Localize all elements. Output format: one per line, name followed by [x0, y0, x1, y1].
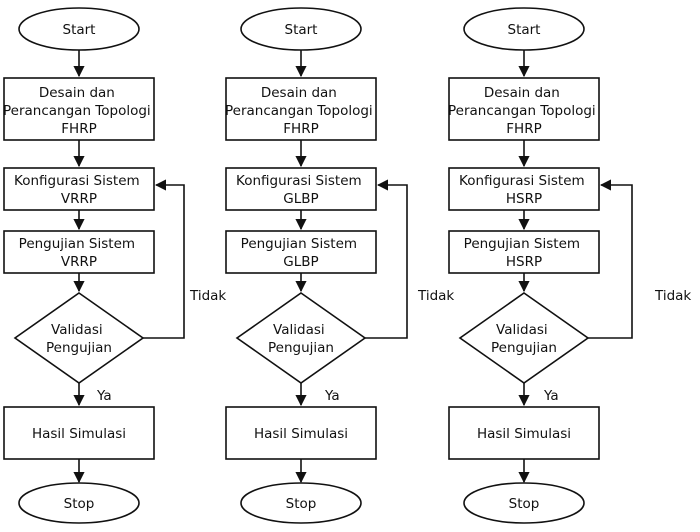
- no-label: Tidak: [654, 288, 691, 304]
- config-label: Konfigurasi Sistem VRRP: [14, 173, 144, 207]
- design-label: Desain dan Perancangan Topologi FHRP: [225, 85, 377, 137]
- design-label: Desain dan Perancangan Topologi FHRP: [3, 85, 155, 137]
- test-label: Pengujian Sistem VRRP: [19, 236, 140, 270]
- stop-node: [18, 482, 140, 524]
- design-process: [225, 77, 377, 141]
- stop-label: Stop: [509, 496, 540, 512]
- design-process: [3, 77, 155, 141]
- start-label: Start: [508, 22, 541, 38]
- test-process: [448, 230, 600, 274]
- config-process: [3, 167, 155, 211]
- config-process: [448, 167, 600, 211]
- arrow-no-loop: [143, 179, 185, 339]
- stop-label: Stop: [286, 496, 317, 512]
- validation-decision: [458, 292, 590, 384]
- config-label: Konfigurasi Sistem HSRP: [459, 173, 589, 207]
- start-label: Start: [285, 22, 318, 38]
- result-process: [448, 406, 600, 460]
- yes-label: Ya: [324, 388, 340, 404]
- decision-label: Validasi Pengujian: [268, 322, 334, 356]
- config-label: Konfigurasi Sistem GLBP: [236, 173, 366, 207]
- flowchart-hsrp: Start Desain dan Perancangan Topologi FH…: [448, 7, 691, 524]
- arrow-no-loop: [365, 179, 408, 339]
- validation-decision: [13, 292, 145, 384]
- test-label: Pengujian Sistem HSRP: [464, 236, 585, 270]
- result-process: [3, 406, 155, 460]
- stop-label: Stop: [64, 496, 95, 512]
- flowchart-glbp: Start Desain dan Perancangan Topologi FH…: [225, 7, 454, 524]
- design-process: [448, 77, 600, 141]
- result-label: Hasil Simulasi: [254, 426, 348, 442]
- yes-label: Ya: [96, 388, 112, 404]
- design-label: Desain dan Perancangan Topologi FHRP: [448, 85, 600, 137]
- decision-label: Validasi Pengujian: [491, 322, 557, 356]
- test-process: [3, 230, 155, 274]
- decision-label: Validasi Pengujian: [46, 322, 112, 356]
- test-label: Pengujian Sistem GLBP: [241, 236, 362, 270]
- result-label: Hasil Simulasi: [477, 426, 571, 442]
- start-label: Start: [63, 22, 96, 38]
- config-process: [225, 167, 377, 211]
- result-label: Hasil Simulasi: [32, 426, 126, 442]
- validation-decision: [235, 292, 367, 384]
- no-label: Tidak: [417, 288, 454, 304]
- arrow-no-loop: [588, 179, 633, 339]
- no-label: Tidak: [189, 288, 226, 304]
- stop-node: [240, 482, 362, 524]
- result-process: [225, 406, 377, 460]
- flowchart-vrrp: Start Desain dan Perancangan Topologi FH…: [3, 7, 226, 524]
- yes-label: Ya: [543, 388, 559, 404]
- stop-node: [463, 482, 585, 524]
